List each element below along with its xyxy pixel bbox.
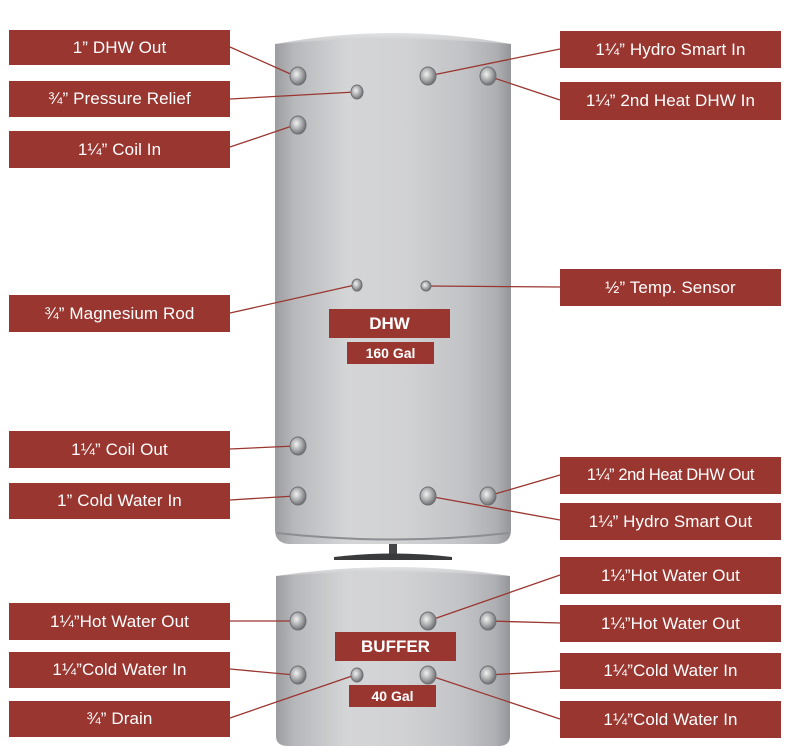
port-hydro-smart-in [419, 66, 437, 86]
port-buffer-hot-out-right [479, 611, 497, 631]
label-second-heat-dhw-in: 1¼” 2nd Heat DHW In [560, 82, 781, 120]
label-hydro-smart-in: 1¼” Hydro Smart In [560, 31, 781, 68]
label-magnesium-rod: ¾” Magnesium Rod [9, 295, 230, 332]
label-coil-out: 1¼” Coil Out [9, 431, 230, 468]
port-buffer-hot-out-left [289, 611, 307, 631]
label-buffer-cold-in-bottom: 1¼”Cold Water In [560, 701, 781, 738]
port-pressure-relief [350, 84, 364, 100]
tank-stand-base [334, 553, 452, 560]
leader-lines [229, 46, 561, 720]
dhw-tank [275, 33, 511, 544]
dhw-tank-body [275, 35, 511, 544]
label-hydro-smart-out: 1¼” Hydro Smart Out [560, 503, 781, 540]
leader-second-heat-dhw-in [487, 75, 561, 101]
leader-buffer-hot-out-right-top [427, 574, 561, 622]
label-buffer-cold-in-right: 1¼”Cold Water In [560, 653, 781, 689]
leader-buffer-hot-out-right [487, 620, 561, 624]
leader-buffer-cold-in-left [229, 668, 296, 676]
leader-magnesium-rod [229, 284, 356, 314]
port-coil-in [289, 115, 307, 135]
port-dhw-out [289, 66, 307, 86]
leader-buffer-cold-in-right [487, 670, 561, 676]
port-drain [350, 667, 364, 683]
label-cold-water-in: 1” Cold Water In [9, 483, 230, 519]
port-temp-sensor [420, 280, 432, 292]
port-buffer-cold-in-left [289, 665, 307, 685]
buffer-tank-top-cap [276, 567, 510, 576]
buffer-name-badge: BUFFER [335, 632, 456, 661]
leader-drain [229, 674, 356, 719]
leader-cold-water-in [229, 495, 296, 501]
leader-buffer-cold-in-bottom [427, 674, 561, 720]
label-buffer-cold-in-left: 1¼”Cold Water In [9, 652, 230, 688]
port-hydro-smart-out [419, 486, 437, 506]
leader-hydro-smart-out [427, 495, 561, 521]
label-buffer-hot-out-right: 1¼”Hot Water Out [560, 605, 781, 642]
dhw-name-badge: DHW [329, 309, 450, 338]
leader-temp-sensor [425, 285, 561, 288]
leader-second-heat-dhw-out [487, 474, 561, 497]
label-second-heat-dhw-out: 1¼” 2nd Heat DHW Out [560, 457, 781, 494]
dhw-tank-bottom-shadow [276, 532, 510, 541]
port-second-heat-dhw-in [479, 66, 497, 86]
label-drain: ¾” Drain [9, 701, 230, 737]
port-buffer-cold-in-right [479, 665, 497, 685]
leader-coil-out [229, 445, 296, 450]
tank-stand-leg [389, 544, 397, 558]
port-magnesium-rod [351, 278, 363, 292]
label-dhw-out: 1” DHW Out [9, 30, 230, 65]
port-buffer-cold-in-mid [419, 665, 437, 685]
port-buffer-hot-out-mid [419, 611, 437, 631]
buffer-capacity-badge: 40 Gal [349, 685, 436, 707]
port-coil-out [289, 436, 307, 456]
dhw-tank-top-cap [275, 33, 511, 44]
label-buffer-hot-out-left: 1¼”Hot Water Out [9, 603, 230, 640]
port-second-heat-dhw-out [479, 486, 497, 506]
label-coil-in: 1¼” Coil In [9, 131, 230, 168]
leader-coil-in [229, 124, 296, 148]
label-buffer-hot-out-right-top: 1¼”Hot Water Out [560, 557, 781, 594]
label-temp-sensor: ½” Temp. Sensor [560, 269, 781, 306]
leader-hydro-smart-in [427, 48, 561, 77]
port-cold-water-in [289, 486, 307, 506]
label-pressure-relief: ¾” Pressure Relief [9, 81, 230, 117]
leader-pressure-relief [229, 91, 356, 100]
dhw-capacity-badge: 160 Gal [347, 342, 434, 364]
leader-dhw-out [229, 46, 296, 77]
ports [289, 66, 497, 685]
